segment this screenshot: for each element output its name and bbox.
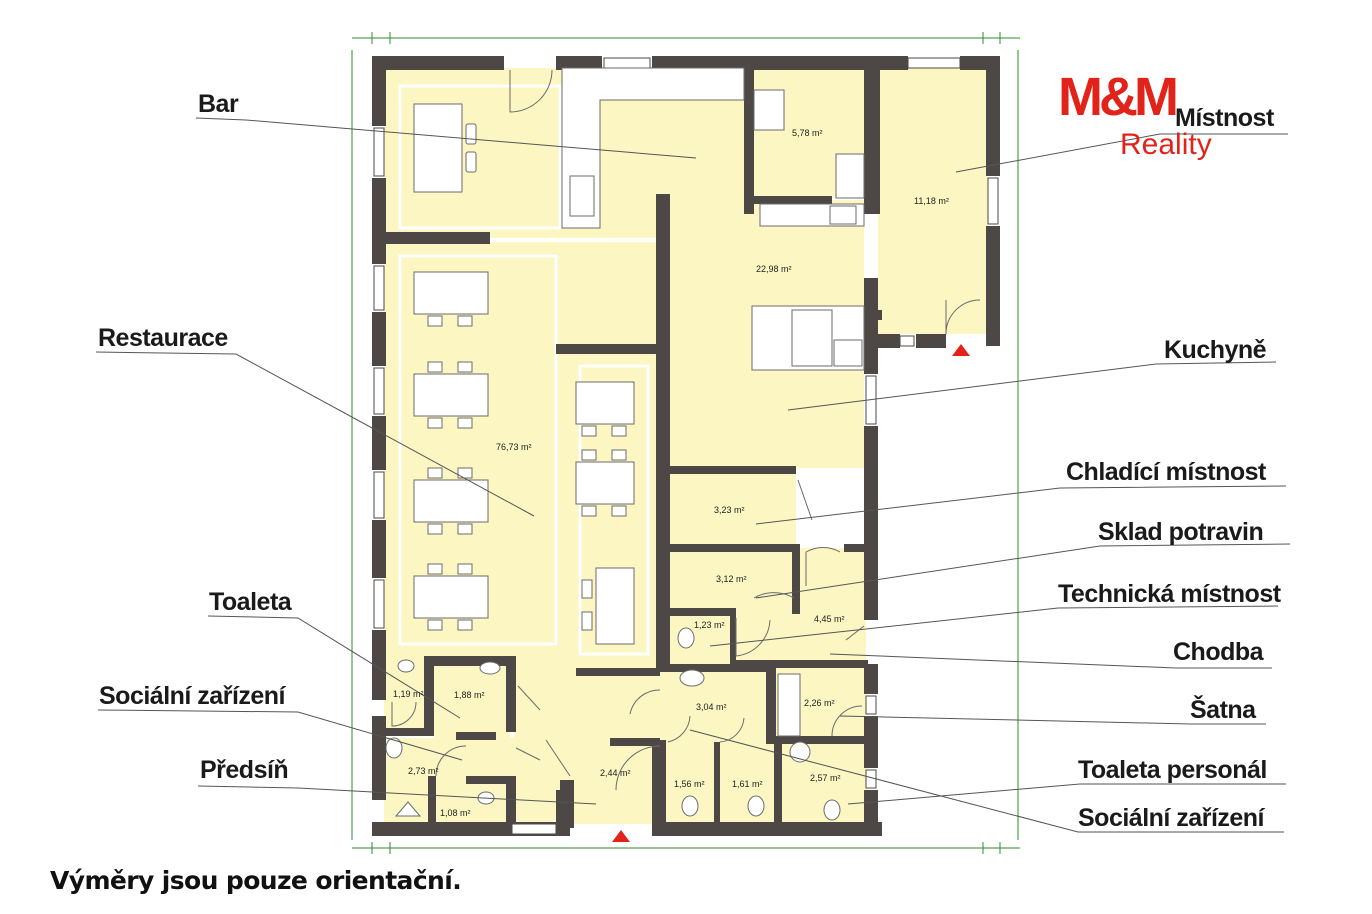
label-chladici-mistnost: Chladící místnost xyxy=(1066,458,1266,486)
entrance-marker-main xyxy=(612,830,630,842)
area-273: 2,73 m² xyxy=(408,766,439,776)
area-119: 1,19 m² xyxy=(393,689,424,699)
leader-lines xyxy=(95,117,1291,833)
inner-outlines xyxy=(398,84,650,656)
area-226: 2,26 m² xyxy=(804,698,835,708)
label-sklad-potravin: Sklad potravin xyxy=(1098,518,1264,546)
label-bar: Bar xyxy=(198,90,239,118)
area-2298: 22,98 m² xyxy=(756,264,792,274)
entrance-marker-room xyxy=(952,344,970,356)
furniture xyxy=(385,67,865,821)
logo-sub: Reality xyxy=(1120,128,1212,161)
area-578: 5,78 m² xyxy=(792,128,823,138)
area-323: 3,23 m² xyxy=(714,505,745,515)
label-restaurace: Restaurace xyxy=(98,324,228,352)
area-108: 1,08 m² xyxy=(440,808,471,818)
label-toaleta: Toaleta xyxy=(209,588,292,616)
area-188: 1,88 m² xyxy=(454,690,485,700)
entrance-markers xyxy=(612,344,970,842)
dimension-lines xyxy=(351,32,1020,854)
label-satna: Šatna xyxy=(1190,696,1256,724)
label-technicka-mistnost: Technická místnost xyxy=(1058,580,1281,608)
chairs xyxy=(427,315,627,631)
floor-areas xyxy=(384,68,988,824)
area-123: 1,23 m² xyxy=(694,620,725,630)
label-mistnost: Místnost xyxy=(1175,104,1274,132)
label-chodba: Chodba xyxy=(1173,638,1264,666)
label-predsin: Předsíň xyxy=(200,756,289,784)
area-304: 3,04 m² xyxy=(696,702,727,712)
area-312: 3,12 m² xyxy=(716,574,747,584)
label-socialni-zarizeni-right: Sociální zařízení xyxy=(1078,804,1265,832)
room-areas: 5,78 m² 11,18 m² 22,98 m² 76,73 m² 3,23 … xyxy=(393,128,949,818)
area-161: 1,61 m² xyxy=(732,779,763,789)
label-toaleta-personal: Toaleta personál xyxy=(1078,756,1267,784)
area-1118: 11,18 m² xyxy=(914,196,949,206)
area-244: 2,44 m² xyxy=(600,768,631,778)
footnote: Výměry jsou pouze orientační. xyxy=(50,866,462,895)
walls xyxy=(372,56,1000,836)
area-7673: 76,73 m² xyxy=(496,442,532,452)
area-257: 2,57 m² xyxy=(810,773,841,783)
logo-brand: M&M xyxy=(1058,67,1179,127)
area-445: 4,45 m² xyxy=(814,614,845,624)
area-156: 1,56 m² xyxy=(674,779,705,789)
label-socialni-zarizeni-left: Sociální zařízení xyxy=(99,682,286,710)
mm-reality-logo: M&M Reality xyxy=(1058,70,1218,170)
label-kuchyne: Kuchyně xyxy=(1164,336,1267,364)
